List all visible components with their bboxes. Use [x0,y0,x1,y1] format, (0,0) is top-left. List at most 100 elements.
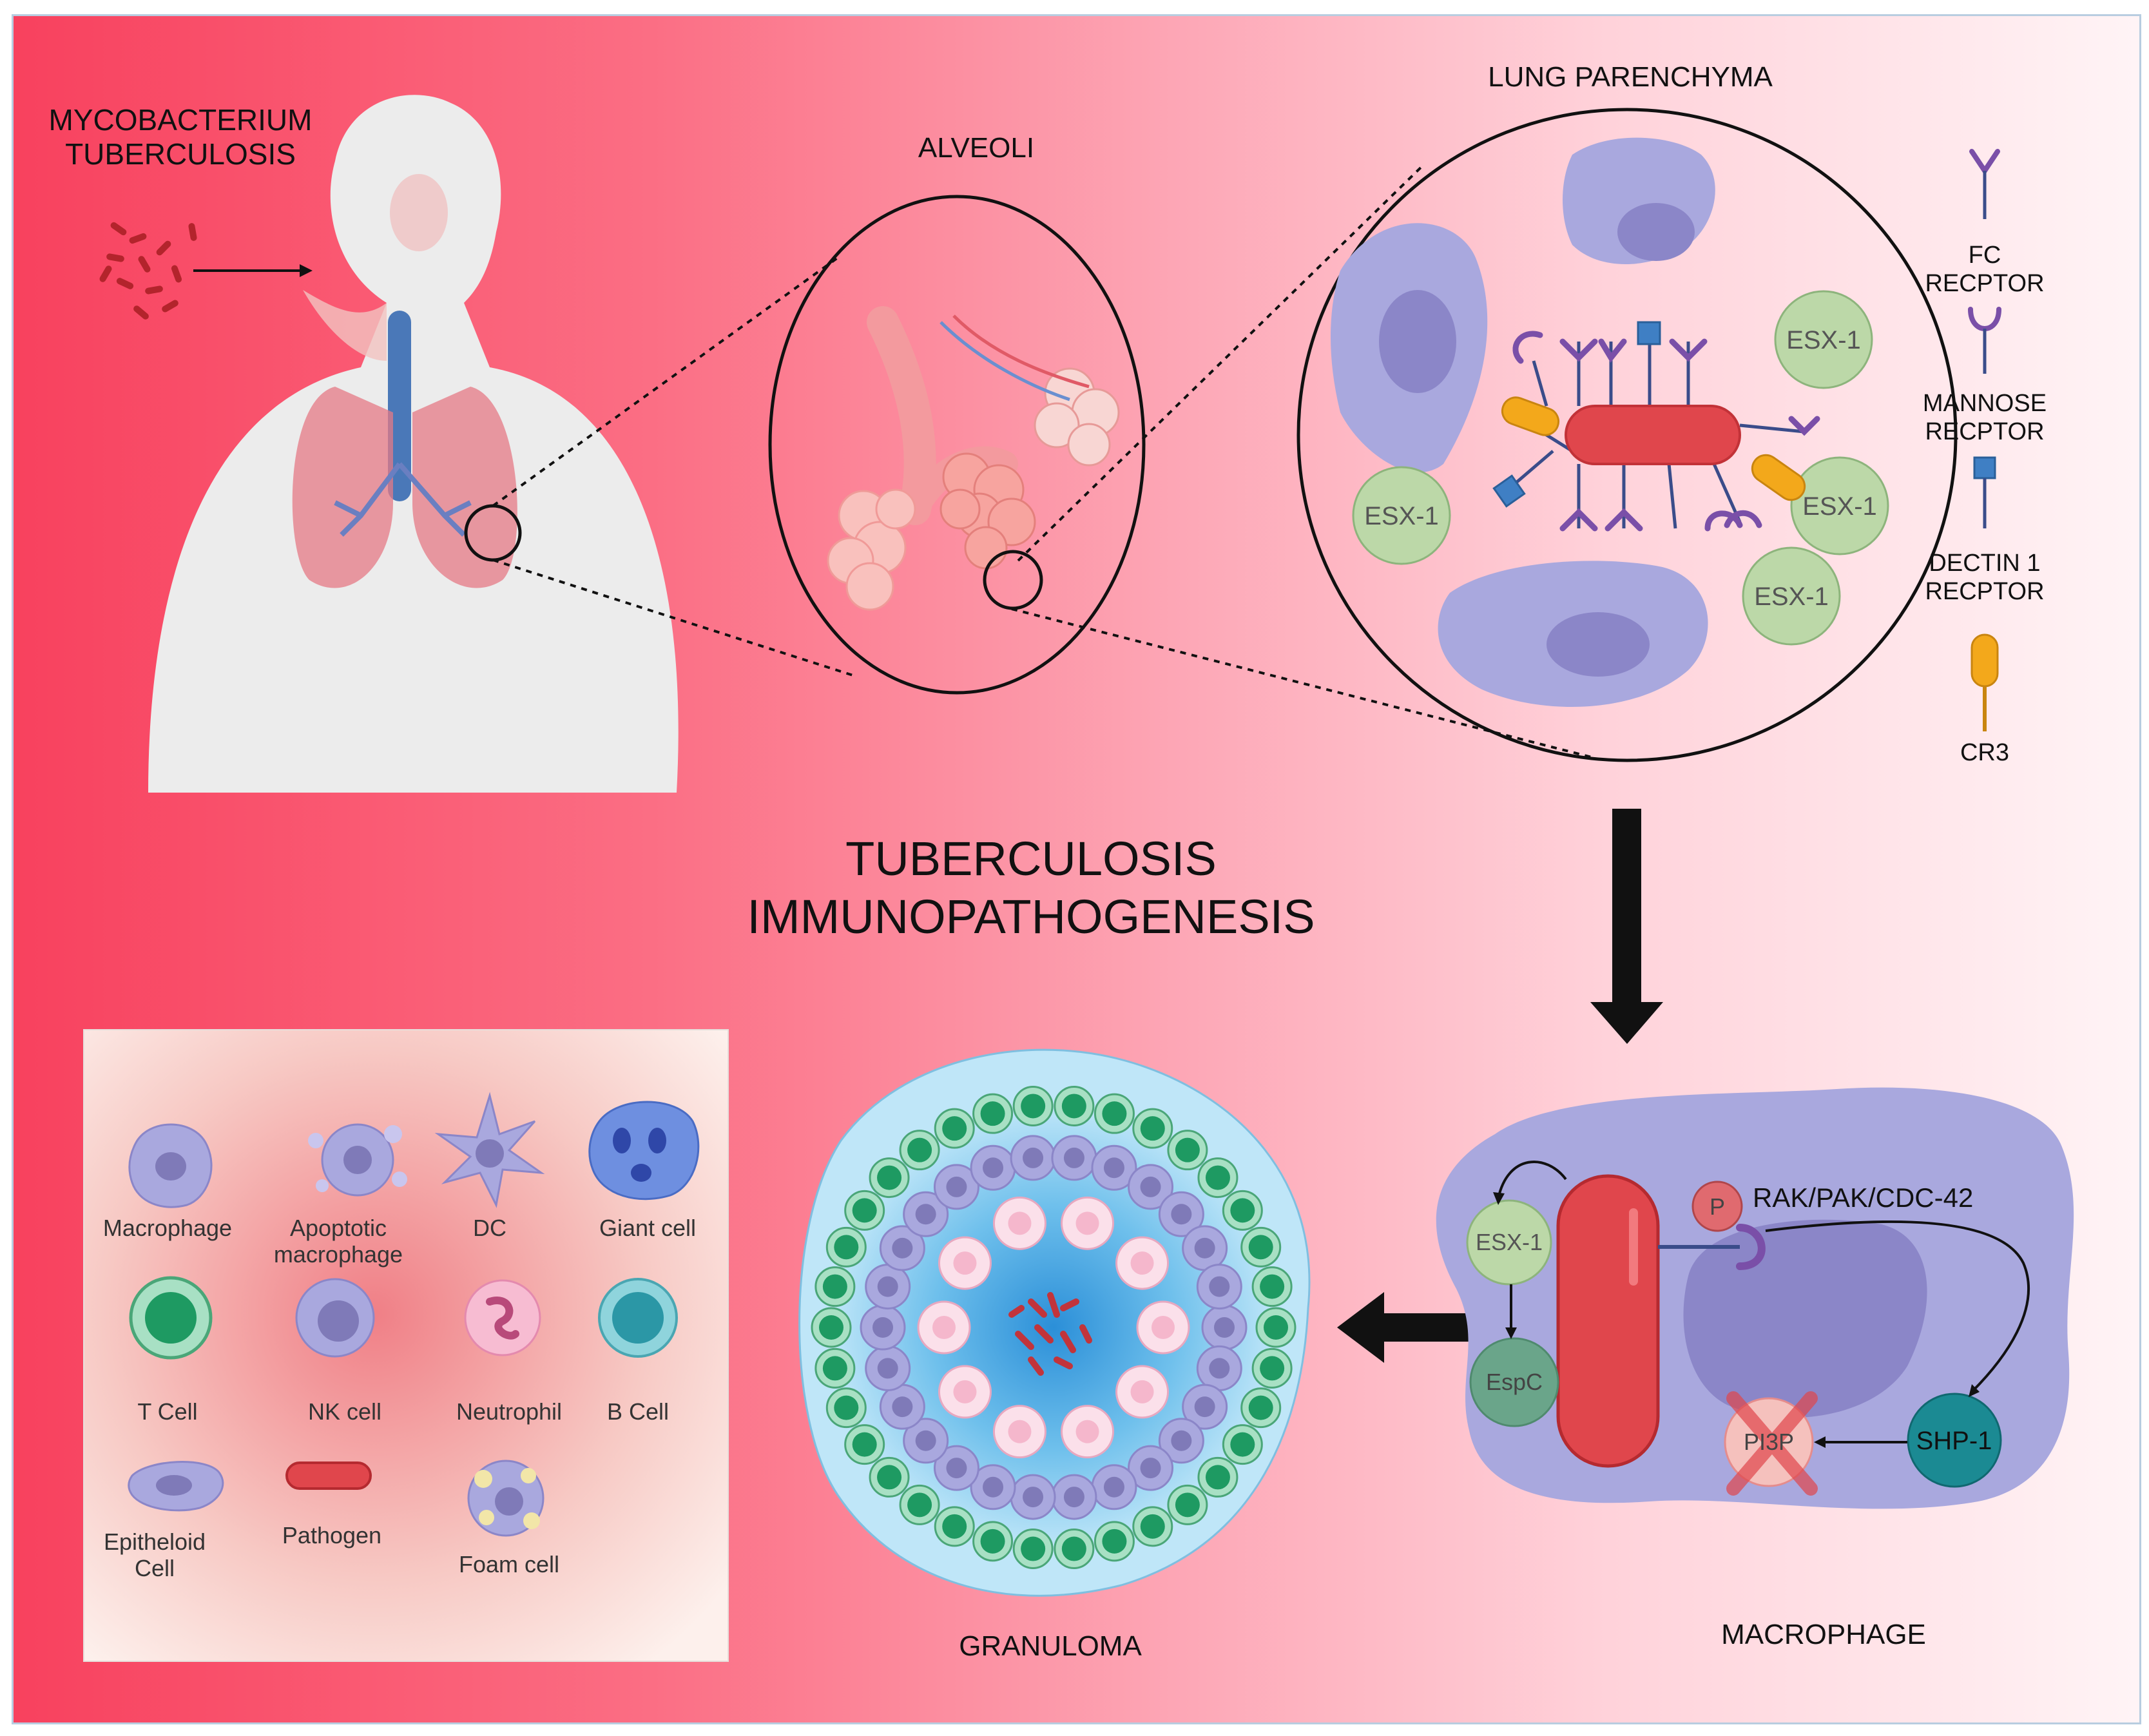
granuloma-cell-nucleus [983,1476,1004,1498]
granuloma-cell-nucleus [1021,1536,1046,1561]
granuloma-cell-nucleus [892,1237,913,1259]
granuloma-cell-nucleus [1008,1420,1032,1443]
granuloma-cell-nucleus [1194,1237,1215,1259]
granuloma-cell-nucleus [942,1116,967,1141]
granuloma-cell-nucleus [1075,1420,1099,1443]
granuloma-cell-nucleus [877,1165,902,1190]
granuloma-cell-nucleus [953,1380,977,1403]
mannose-receptor-label: MANNOSE RECPTOR [1922,390,2047,445]
granuloma-cell-nucleus [1023,1147,1044,1168]
esx1-label-d: ESX-1 [1754,583,1829,611]
granuloma-cell-nucleus [1102,1529,1127,1554]
granuloma-cell-nucleus [1248,1395,1273,1420]
down-arrow [1590,809,1663,1044]
granuloma-cell-nucleus [892,1396,913,1418]
diagram-title-line2: IMMUNOPATHOGENESIS [747,890,1315,943]
macrophage-panel [1436,1087,2074,1509]
granuloma-cell-nucleus [1140,1176,1161,1197]
granuloma-cell-nucleus [1248,1235,1273,1260]
granuloma-cell-nucleus [1209,1358,1230,1379]
receptor-legend-icons [1968,149,2001,731]
granuloma-cell-nucleus [1103,1157,1124,1179]
granuloma-cell-nucleus [872,1317,893,1338]
giant-cell-icon [588,1101,700,1201]
bacteria-cluster [99,222,197,320]
pathway-label: RAK/PAK/CDC-42 [1753,1182,1974,1213]
granuloma-cell-nucleus [1008,1211,1032,1235]
nk-cell-icon [295,1278,375,1358]
dendritic-cell-icon [434,1092,545,1208]
granuloma-cell-nucleus [1194,1396,1215,1418]
granuloma-cell-nucleus [980,1529,1005,1554]
granuloma-cell-nucleus [1063,1147,1084,1168]
granuloma-cell-nucleus [877,1465,902,1490]
granuloma-cell-nucleus [1230,1198,1255,1223]
granuloma-cell-nucleus [1061,1536,1086,1561]
granuloma-cell-nucleus [852,1432,877,1457]
neutrophil-icon [464,1279,541,1356]
granuloma-cell-nucleus [834,1395,859,1420]
epithelioid-cell-icon [128,1461,224,1512]
granuloma-cell-nucleus [1023,1487,1044,1508]
granuloma-cell-nucleus [907,1492,932,1518]
legend-pathogen-label: Pathogen [282,1522,382,1548]
granuloma-label: GRANULOMA [959,1630,1142,1662]
cr3-receptor-label: CR3 [1960,739,2010,766]
macrophage-esx1-label: ESX-1 [1475,1229,1543,1255]
granuloma-cell-nucleus [953,1251,977,1275]
esx1-label-b: ESX-1 [1786,326,1861,354]
legend-dc-label: DC [473,1215,506,1241]
granuloma [798,1048,1311,1597]
left-arrow [1337,1292,1469,1363]
granuloma-cell-nucleus [1205,1465,1230,1490]
granuloma-cell-nucleus [942,1514,967,1539]
granuloma-cell-nucleus [1171,1204,1192,1225]
granuloma-cell-nucleus [1140,1514,1165,1539]
legend-nk-cell-label: NK cell [307,1398,382,1425]
legend-macrophage-label: Macrophage [102,1215,233,1241]
granuloma-cell-nucleus [1102,1101,1127,1126]
granuloma-cell-nucleus [1230,1432,1255,1457]
cell-legend-icons [128,1092,700,1537]
granuloma-cell-nucleus [1175,1492,1200,1518]
foam-cell-icon [467,1460,544,1537]
granuloma-cell-nucleus [1260,1274,1285,1299]
granuloma-cell-nucleus [1140,1458,1161,1479]
human-figure [148,95,679,793]
diagram-title-line1: TUBERCULOSIS [845,832,1217,885]
granuloma-cell-nucleus [946,1458,967,1479]
granuloma-cell-nucleus [852,1198,877,1223]
granuloma-cell-nucleus [822,1356,847,1381]
granuloma-cell-nucleus [877,1358,898,1379]
espc-label: EspC [1485,1369,1543,1395]
legend-epithelioid-cell-label: Epitheloid Cell [103,1529,206,1582]
legend-foam-cell-label: Foam cell [458,1551,560,1577]
fc-receptor-label: FC RECPTOR [1925,242,2045,297]
b-cell-icon [598,1278,678,1358]
granuloma-cell-nucleus [1209,1276,1230,1297]
granuloma-cell-nucleus [1264,1315,1288,1340]
granuloma-cell-nucleus [1130,1380,1154,1403]
esx1-label-c: ESX-1 [1802,492,1877,521]
granuloma-cell-nucleus [907,1137,932,1162]
pathogen-label: MYCOBACTERIUM TUBERCULOSIS [48,103,313,171]
alveoli-label: ALVEOLI [918,132,1035,164]
granuloma-cell-nucleus [1061,1094,1086,1119]
legend-b-cell-label: B Cell [606,1398,670,1425]
granuloma-cell-nucleus [877,1276,898,1297]
shp1-label: SHP-1 [1916,1427,1992,1455]
legend-giant-cell-label: Giant cell [599,1215,697,1241]
granuloma-cell-nucleus [1130,1251,1154,1275]
granuloma-cell-nucleus [822,1274,847,1299]
phosphate-label: P [1709,1193,1725,1220]
apoptotic-macrophage-icon [308,1123,407,1197]
granuloma-cell-nucleus [1063,1487,1084,1508]
granuloma-cell-nucleus [932,1316,956,1339]
granuloma-cell-nucleus [1214,1317,1235,1338]
granuloma-cell-nucleus [1075,1211,1099,1235]
dectin1-receptor-label: DECTIN 1 RECPTOR [1925,550,2045,605]
granuloma-cell-nucleus [1205,1165,1230,1190]
granuloma-cell-nucleus [1021,1094,1046,1119]
granuloma-cell-nucleus [1152,1316,1175,1339]
